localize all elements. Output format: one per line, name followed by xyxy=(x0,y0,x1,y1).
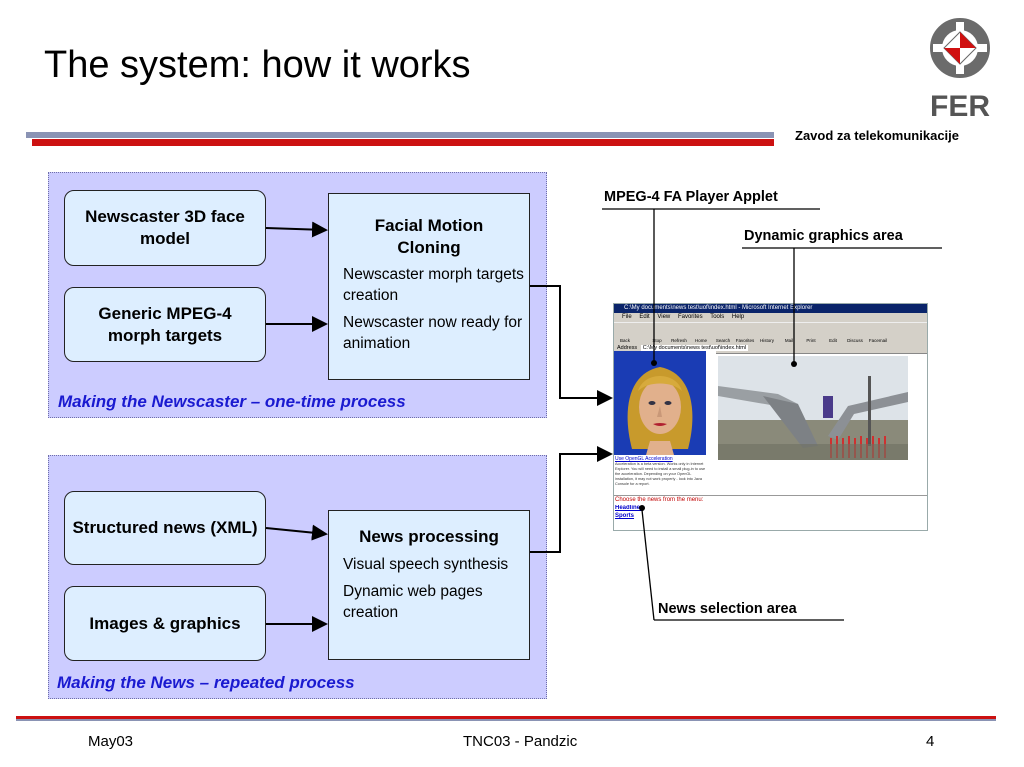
news-caption: Making the News – repeated process xyxy=(57,673,355,692)
menu-item[interactable]: File xyxy=(622,314,632,320)
toolbar-button[interactable]: Search xyxy=(715,338,731,343)
toolbar-button[interactable]: Discuss xyxy=(847,338,863,343)
header-rule-red xyxy=(32,139,774,146)
arrow-face-model-to-cloning xyxy=(265,221,328,238)
slide-title: The system: how it works xyxy=(44,44,471,86)
process-item: Newscaster morph targets creation xyxy=(343,266,524,304)
toolbar-button[interactable]: Facemail xyxy=(868,338,888,343)
newscaster-face-model-box: Newscaster 3D face model xyxy=(64,190,266,266)
fer-logo-graphic: FER xyxy=(930,18,990,123)
header-rule-blue xyxy=(26,132,774,138)
toolbar-button[interactable]: Refresh xyxy=(671,338,687,343)
toolbar-button[interactable]: Home xyxy=(694,338,707,343)
dynamic-graphics-area xyxy=(718,356,908,460)
toolbar-button[interactable]: History xyxy=(759,338,774,343)
menu-divider xyxy=(614,495,927,496)
images-graphics-box: Images & graphics xyxy=(64,586,266,661)
callout-dynamic-graphics: Dynamic graphics area xyxy=(744,228,903,244)
process-item: Dynamic web pages creation xyxy=(343,583,483,621)
leader-dot-selection xyxy=(639,505,645,511)
footer-rule-red xyxy=(16,716,996,719)
toolbar-button[interactable]: Mail xyxy=(784,338,794,343)
news-menu-item-headlines[interactable]: Headlines xyxy=(615,505,643,511)
menu-item[interactable]: Favorites xyxy=(677,314,703,320)
process-item: Newscaster now ready for animation xyxy=(343,314,523,352)
newscaster-face-image xyxy=(627,367,693,455)
menu-item[interactable]: Tools xyxy=(710,314,725,320)
newscaster-caption: Making the Newscaster – one-time process xyxy=(58,392,406,411)
callout-news-selection: News selection area xyxy=(658,601,797,617)
address-input[interactable]: C:\My documents\news test\uof\index.html xyxy=(640,345,749,351)
leader-dot-graphics xyxy=(791,361,797,367)
facial-motion-cloning-title: Facial Motion Cloning xyxy=(374,216,484,257)
generic-morph-targets-box: Generic MPEG-4 morph targets xyxy=(64,287,266,362)
news-menu-item-sports[interactable]: Sports xyxy=(615,513,635,519)
fer-logo: FER xyxy=(924,14,996,124)
toolbar-button[interactable]: Back xyxy=(619,338,630,343)
callout-player-applet: MPEG-4 FA Player Applet xyxy=(604,189,778,205)
opengl-link[interactable]: Use OpenGL Acceleration xyxy=(615,456,673,462)
opengl-note: Acceleration is a beta version. Works on… xyxy=(615,462,706,486)
news-menu-prompt: Choose the news from the menu: xyxy=(615,497,704,503)
address-label: Address xyxy=(617,345,638,351)
facial-motion-cloning-box: Facial Motion Cloning Newscaster morph t… xyxy=(328,193,530,380)
face-applet[interactable] xyxy=(614,351,706,455)
menu-item[interactable]: View xyxy=(657,314,671,320)
browser-title: C:\My documents\news test\uof\index.html… xyxy=(624,305,813,311)
toolbar-button[interactable]: Stop xyxy=(652,338,662,343)
bridge-collapse-photo xyxy=(718,356,908,460)
toolbar-button[interactable]: Edit xyxy=(829,338,837,343)
arrow-news-to-processing xyxy=(265,524,328,541)
footer-rule-blue xyxy=(16,719,996,721)
news-processing-title: News processing xyxy=(359,527,499,546)
fer-logo-text: FER xyxy=(930,90,990,123)
toolbar-button[interactable]: Print xyxy=(806,338,816,343)
menu-item[interactable]: Edit xyxy=(639,314,650,320)
browser-title-bar: C:\My documents\news test\uof\index.html… xyxy=(614,304,927,313)
institute-name: Zavod za telekomunikacije xyxy=(795,128,960,143)
news-processing-box: News processing Visual speech synthesis … xyxy=(328,510,530,660)
leader-dot-player xyxy=(651,360,657,366)
arrow-cloning-to-browser xyxy=(530,285,613,406)
structured-news-box: Structured news (XML) xyxy=(64,491,266,565)
browser-menu-bar: File Edit View Favorites Tools Help xyxy=(614,313,927,322)
footer-page-number: 4 xyxy=(926,733,935,750)
browser-address-bar: Address C:\My documents\news test\uof\in… xyxy=(614,343,927,354)
toolbar-button[interactable]: Favorites xyxy=(735,338,755,343)
arrow-processing-to-browser xyxy=(530,446,613,553)
leader-selection xyxy=(641,509,655,621)
footer-event: TNC03 - Pandzic xyxy=(463,733,578,750)
footer-date: May03 xyxy=(88,733,134,750)
browser-toolbar: Back Stop Refresh Home Search Favorites … xyxy=(614,322,927,343)
process-item: Visual speech synthesis xyxy=(343,556,509,573)
browser-screenshot: C:\My documents\news test\uof\index.html… xyxy=(613,303,928,531)
toolbar-strip xyxy=(706,351,716,455)
menu-item[interactable]: Help xyxy=(731,314,745,320)
